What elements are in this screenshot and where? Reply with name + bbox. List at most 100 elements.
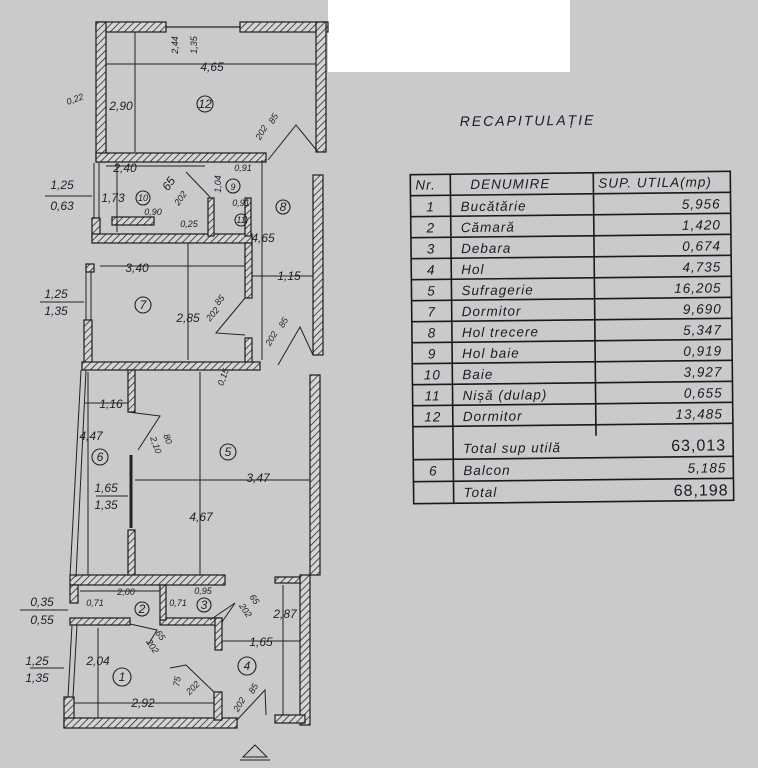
summary-title: RECAPITULAȚIE	[460, 112, 596, 129]
table-rows: 1 Bucătărie 5,956 2 Cămară 1,420 3 Debara 0,674 4…	[424, 196, 723, 425]
table-cell-area: 1,420	[682, 217, 721, 232]
room-10-label: 10	[138, 193, 148, 203]
total-util-value: 63,013	[671, 437, 726, 455]
dim-label: 85	[277, 315, 291, 330]
table-cell-area: 4,735	[682, 259, 721, 274]
table-cell-area: 0,655	[684, 385, 723, 400]
header-area: SUP. UTILA(mp)	[598, 175, 712, 191]
room-7-label: 7	[140, 298, 148, 312]
dim-label: 0,55	[30, 613, 54, 627]
dim-label: 2,85	[175, 311, 200, 325]
windows-and-lines	[20, 32, 319, 721]
dim-label: 85	[267, 111, 281, 126]
dim-label: 65	[159, 174, 178, 193]
room-numbers	[91, 95, 291, 687]
balcon-nr: 6	[429, 463, 438, 478]
dim-label: 2,92	[130, 696, 155, 710]
table-cell-nr: 1	[426, 199, 435, 214]
table-cell-name: Hol trecere	[462, 324, 539, 340]
table-cell-area: 16,205	[674, 280, 721, 295]
table-cell-nr: 7	[427, 304, 436, 319]
dim-label: 0,95	[194, 586, 213, 596]
redacted-area	[328, 0, 570, 72]
dim-label: 2,87	[272, 607, 298, 621]
table-cell-nr: 2	[425, 220, 435, 235]
walls	[63, 21, 329, 729]
dim-label: 1,25	[25, 654, 49, 668]
table-cell-nr: 12	[424, 409, 441, 424]
table-cell-name: Hol baie	[462, 346, 520, 362]
table-cell-area: 9,690	[683, 301, 722, 316]
room-number-labels: 1 2 3 4 5 6 7 8 9 10 11 12	[97, 97, 287, 684]
dim-label: 85	[213, 292, 228, 307]
dim-label: 2,10	[148, 434, 164, 455]
table-cell-name: Baie	[462, 367, 493, 382]
total-label: Total	[464, 485, 498, 500]
dim-label: 202	[203, 305, 221, 324]
dim-label: 202	[263, 329, 280, 348]
dim-label: 202	[183, 679, 201, 697]
dim-label: 65	[247, 592, 262, 607]
dim-label: 4,47	[79, 429, 104, 443]
total-util-label: Total sup utilă	[463, 440, 561, 456]
dim-label: 4,65	[200, 60, 224, 74]
table-cell-name: Hol	[461, 262, 484, 277]
dim-label: 0,22	[65, 91, 85, 106]
table-cell-name: Bucătărie	[461, 198, 527, 214]
room-2-label: 2	[138, 602, 146, 616]
dim-label: 1,65	[249, 635, 273, 649]
dim-label: 2,00	[116, 587, 135, 597]
dim-label: 1,35	[94, 498, 118, 512]
table-cell-nr: 10	[424, 367, 441, 382]
dim-label: 75	[171, 675, 183, 688]
dim-label: 4,65	[251, 231, 275, 245]
table-cell-area: 5,347	[683, 322, 722, 337]
dim-label: 1,04	[213, 175, 223, 193]
dim-label: 2,44	[170, 36, 180, 55]
dim-label: 0,35	[30, 595, 54, 609]
dim-label: 0,71	[169, 598, 187, 608]
table-cell-name: Sufragerie	[461, 282, 533, 298]
balcon-name: Balcon	[463, 463, 510, 478]
table-cell-nr: 3	[427, 241, 436, 256]
dim-label: 2,04	[85, 654, 110, 668]
table-cell-name: Nișă (dulap)	[462, 387, 547, 403]
table-cell-nr: 9	[428, 346, 437, 361]
dim-label: 1,35	[44, 304, 68, 318]
table-cell-nr: 8	[428, 325, 437, 340]
table-cell-nr: 5	[427, 283, 436, 298]
north-marker	[240, 744, 270, 761]
table-cell-area: 0,919	[683, 343, 722, 358]
dim-label: 1,25	[50, 178, 74, 192]
dim-label: 1,16	[99, 397, 123, 411]
table-cell-nr: 4	[427, 262, 436, 277]
dim-label: 2,90	[108, 99, 133, 113]
table-cell-area: 13,485	[675, 406, 722, 421]
dim-label: 0,71	[86, 598, 104, 608]
room-8-label: 8	[280, 200, 287, 214]
dim-label: 202	[253, 123, 270, 142]
dim-label: 80	[161, 433, 174, 446]
room-11-label: 11	[236, 215, 245, 225]
dim-label: 0,25	[180, 219, 199, 229]
dim-label: 202	[172, 189, 189, 208]
dim-label: 0,91	[234, 163, 252, 173]
table-cell-name: Cămară	[461, 220, 515, 236]
dim-label: 0,90	[144, 207, 162, 217]
table-cell-area: 5,956	[682, 196, 721, 211]
table-cell-name: Dormitor	[463, 409, 523, 425]
dim-label: 1,25	[44, 287, 68, 301]
room-5-label: 5	[225, 445, 232, 459]
dim-label: 1,73	[101, 191, 125, 205]
dim-label: 4,67	[189, 510, 214, 524]
header-denumire: DENUMIRE	[470, 176, 550, 192]
dim-label: 1,65	[94, 481, 118, 495]
table-cell-name: Debara	[461, 241, 511, 257]
dim-label: 3,47	[246, 471, 271, 485]
room-4-label: 4	[244, 659, 251, 673]
dim-label: 2,40	[112, 161, 137, 175]
dim-label: 0,63	[50, 199, 74, 213]
dim-label: 1,35	[189, 35, 199, 54]
table-cell-area: 0,674	[682, 238, 721, 253]
